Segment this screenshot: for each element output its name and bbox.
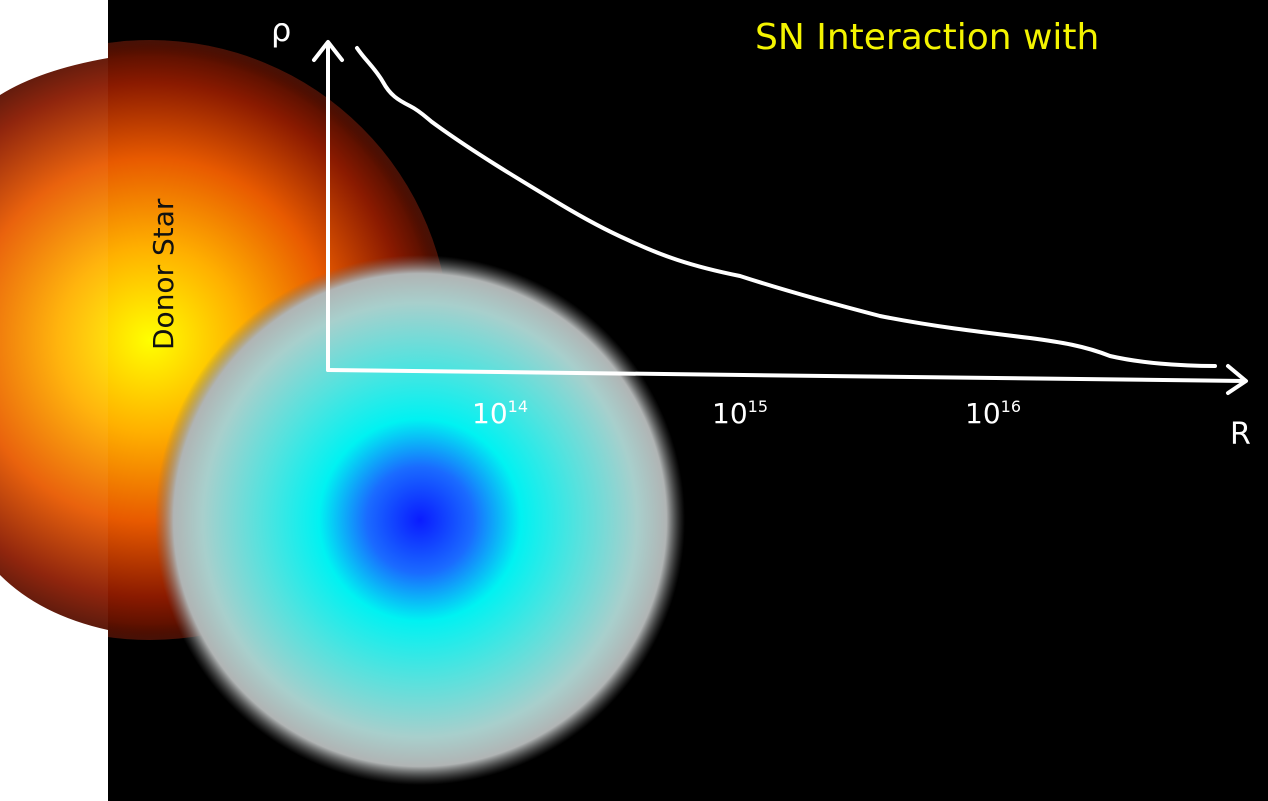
x-tick-label: 1016 xyxy=(965,397,1021,430)
x-axis-label: R xyxy=(1230,417,1251,452)
axes xyxy=(312,40,1248,395)
y-axis-arrowhead xyxy=(312,40,344,62)
x-tick-label: 1015 xyxy=(712,397,768,430)
donor-star-label: Donor Star xyxy=(147,198,180,350)
y-axis-label: ρ xyxy=(271,11,292,49)
x-tick-label: 1014 xyxy=(472,397,528,430)
supernova-ejecta xyxy=(145,255,695,801)
donor-star-left-edge xyxy=(0,58,108,630)
x-axis-arrowhead xyxy=(1226,364,1248,395)
x-axis-line xyxy=(326,368,1247,383)
density-curve xyxy=(355,46,1217,368)
slide-title: SN Interaction with xyxy=(755,17,1100,58)
